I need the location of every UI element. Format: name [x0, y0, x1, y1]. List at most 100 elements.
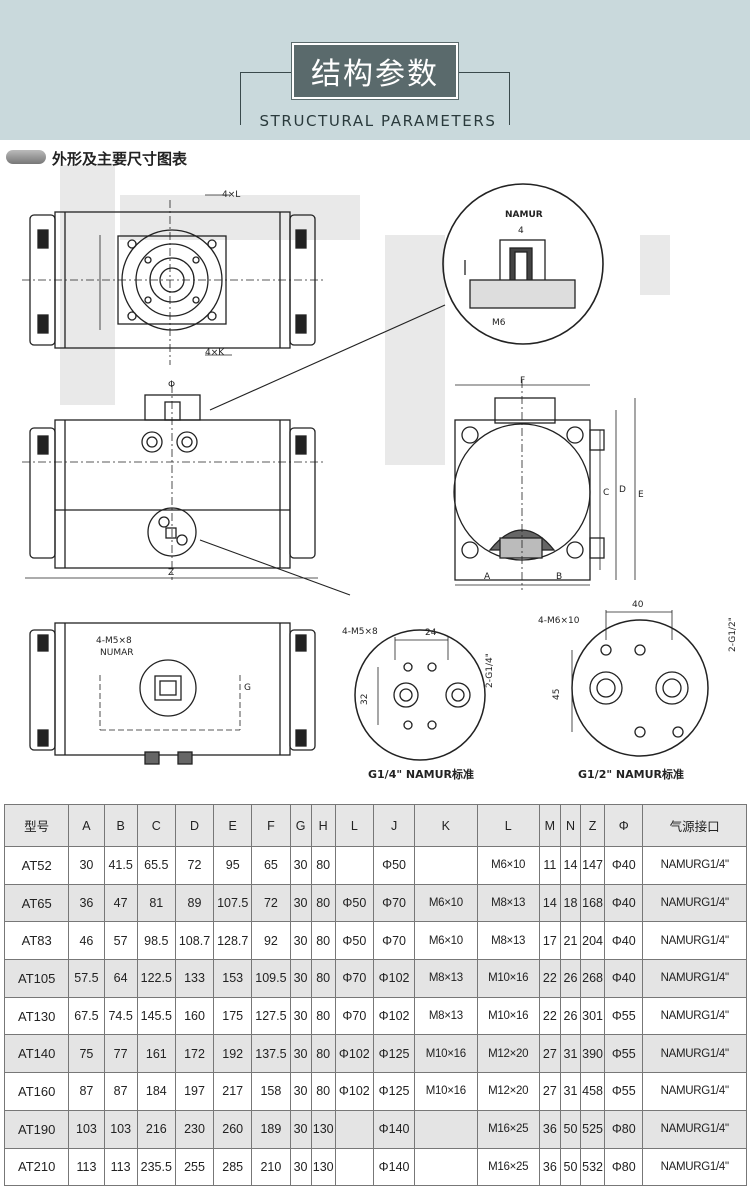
table-cell: 230 [174, 1109, 215, 1149]
col-header: L [334, 804, 374, 847]
label-c: C [603, 488, 610, 498]
table-cell: 89 [174, 883, 215, 923]
table-cell: 137.5 [251, 1034, 291, 1074]
label-bottom-numar: NUMAR [100, 648, 134, 658]
table-cell: Φ55 [604, 1034, 644, 1074]
table-cell [334, 1147, 374, 1187]
g14-namur-face [354, 629, 486, 761]
col-header: 型号 [3, 804, 70, 847]
label-b: B [556, 572, 563, 582]
table-cell: 30 [68, 846, 105, 885]
table-cell: 30 [289, 1147, 312, 1187]
table-cell [414, 846, 478, 885]
table-cell: Φ40 [604, 921, 644, 961]
table-cell: M8×13 [414, 996, 478, 1036]
table-cell: 133 [174, 959, 215, 998]
col-header: C [136, 804, 176, 847]
table-cell: 31 [559, 1072, 582, 1111]
table-cell: 145.5 [136, 996, 176, 1036]
label-4xk: 4×K [205, 348, 225, 358]
table-cell: 30 [289, 921, 312, 961]
table-cell: 192 [213, 1034, 253, 1074]
table-cell: 27 [538, 1072, 561, 1111]
table-cell: M16×25 [476, 1147, 540, 1187]
table-cell: 103 [103, 1109, 138, 1149]
table-cell: 22 [538, 996, 561, 1036]
table-cell: 161 [136, 1034, 176, 1074]
table-cell [414, 1147, 478, 1187]
table-cell: 46 [68, 921, 105, 961]
table-cell: NAMURG1/4" [642, 883, 747, 923]
table-cell: M8×13 [476, 883, 540, 923]
table-cell: 80 [310, 1034, 336, 1074]
col-header: E [213, 804, 253, 847]
table-cell: 532 [580, 1147, 606, 1187]
label-bottom-thread: 4-M5×8 [96, 636, 132, 646]
label-g14-port: 2-G1/4" [485, 653, 495, 688]
table-cell: 36 [538, 1147, 561, 1187]
drawing-caption: 外形及主要尺寸图表 [52, 150, 188, 168]
table-cell: 36 [538, 1109, 561, 1149]
table-cell: 30 [289, 1109, 312, 1149]
table-cell: 197 [174, 1072, 215, 1111]
table-cell: 107.5 [213, 883, 253, 923]
table-cell: 47 [103, 883, 138, 923]
table-cell: 41.5 [103, 846, 138, 885]
table-cell: M8×13 [414, 959, 478, 998]
table-cell: 127.5 [251, 996, 291, 1036]
table-cell: M12×20 [476, 1034, 540, 1074]
title-box: 结构参数 [291, 42, 459, 100]
table-header-row: 型号 A B C D E F G H L J K L M N Z Φ 气源接口 [3, 804, 747, 847]
label-f: F [520, 376, 526, 386]
table-cell: NAMURG1/4" [642, 1109, 747, 1149]
table-cell: Φ55 [604, 996, 644, 1036]
header-band: 结构参数 STRUCTURAL PARAMETERS [0, 0, 750, 140]
table-cell: 130 [310, 1109, 336, 1149]
label-a: A [484, 572, 491, 582]
table-cell: Φ102 [334, 1072, 374, 1111]
label-namur-m6: M6 [492, 318, 506, 328]
table-cell: M6×10 [414, 883, 478, 923]
table-cell: 92 [251, 921, 291, 961]
side-view-actuator [453, 380, 636, 590]
table-cell: Φ55 [604, 1072, 644, 1111]
table-cell: 158 [251, 1072, 291, 1111]
table-cell: 17 [538, 921, 561, 961]
table-cell: 260 [213, 1109, 253, 1149]
table-cell: NAMURG1/4" [642, 1034, 747, 1074]
table-cell: Φ50 [372, 846, 416, 885]
col-header: Z [580, 804, 606, 847]
table-cell [414, 1109, 478, 1149]
table-cell: 153 [213, 959, 253, 998]
table-cell: 128.7 [213, 921, 253, 961]
table-cell: 30 [289, 883, 312, 923]
spec-table: 型号 A B C D E F G H L J K L M N Z Φ 气源接口 … [3, 804, 747, 1187]
model-cell: AT210 [3, 1147, 70, 1187]
table-cell: 175 [213, 996, 253, 1036]
drawing-svg [22, 165, 709, 765]
table-cell: 81 [136, 883, 176, 923]
table-cell: 31 [559, 1034, 582, 1074]
label-g12-40: 40 [632, 600, 644, 610]
table-cell: Φ80 [604, 1147, 644, 1187]
bottom-view-actuator [29, 622, 316, 765]
table-cell [334, 846, 374, 885]
label-d: D [619, 485, 626, 495]
table-cell: 67.5 [68, 996, 105, 1036]
table-cell: M10×16 [476, 959, 540, 998]
table-cell: 57.5 [68, 959, 105, 998]
table-cell: M10×16 [476, 996, 540, 1036]
table-cell: Φ80 [604, 1109, 644, 1149]
model-cell: AT160 [3, 1072, 70, 1111]
table-cell: 64 [103, 959, 138, 998]
table-cell: 95 [213, 846, 253, 885]
table-cell: 30 [289, 996, 312, 1036]
table-cell: NAMURG1/4" [642, 1147, 747, 1187]
table-cell: 390 [580, 1034, 606, 1074]
